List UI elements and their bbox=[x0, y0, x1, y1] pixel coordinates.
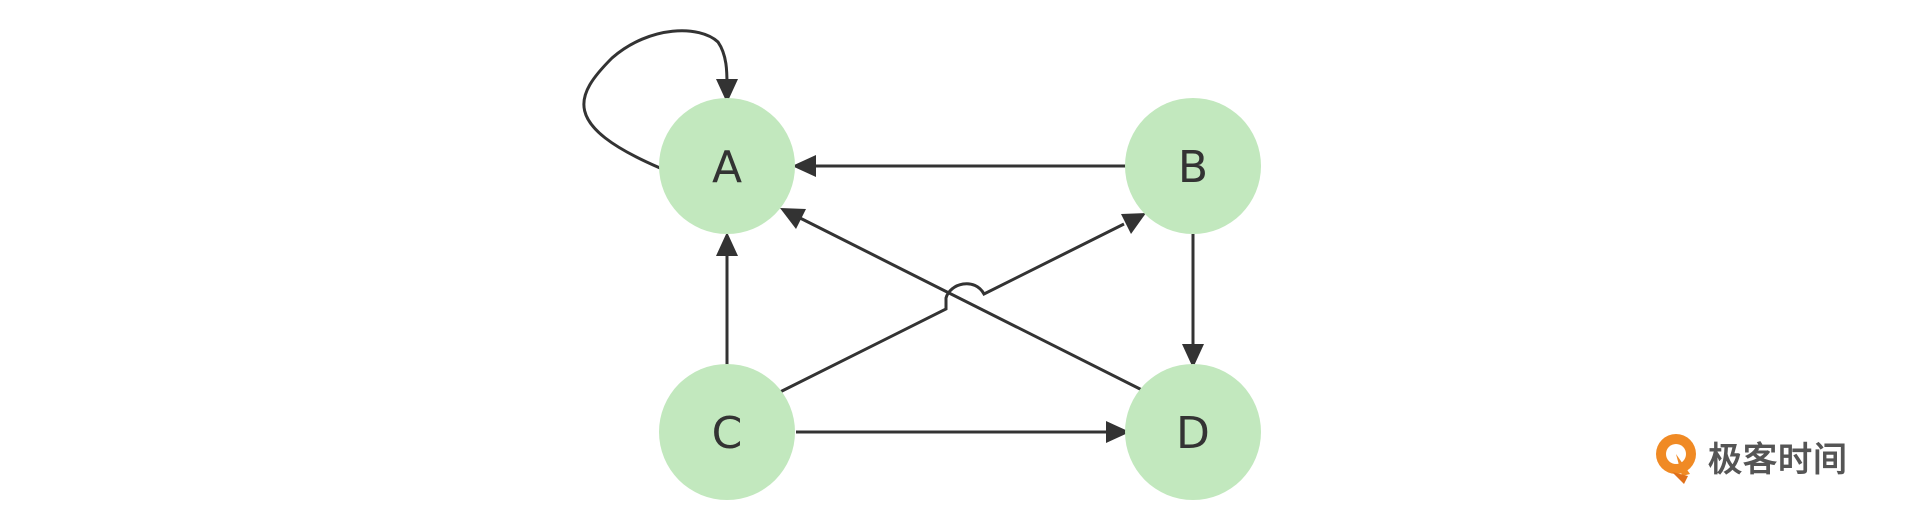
node-a: A bbox=[659, 98, 795, 234]
node-b-label: B bbox=[1178, 142, 1208, 193]
node-d-label: D bbox=[1176, 408, 1210, 459]
node-d-circle bbox=[1125, 364, 1261, 500]
node-a-label: A bbox=[712, 142, 742, 193]
geektime-brand-text: 极客时间 bbox=[1708, 440, 1848, 480]
geektime-watermark: 极客时间 bbox=[1654, 432, 1848, 488]
arrowhead-a-to-a bbox=[716, 79, 738, 103]
edge-c-to-b bbox=[779, 222, 1125, 394]
node-b-circle bbox=[1125, 98, 1261, 234]
node-a-circle bbox=[659, 98, 795, 234]
edge-a-to-a bbox=[582, 29, 729, 170]
arrowhead-b-to-d bbox=[1182, 344, 1204, 368]
edge-d-to-a bbox=[799, 216, 1143, 392]
arrowhead-c-to-a bbox=[716, 232, 738, 256]
node-c: C bbox=[659, 364, 795, 500]
arrowhead-d-to-a bbox=[780, 208, 806, 229]
arrowhead-c-to-b bbox=[1121, 213, 1146, 234]
arrowhead-c-to-d bbox=[1106, 421, 1130, 443]
geektime-logo-icon bbox=[1656, 434, 1696, 484]
node-d: D bbox=[1125, 364, 1261, 500]
node-b: B bbox=[1125, 98, 1261, 234]
edges bbox=[582, 29, 1204, 443]
arrowhead-b-to-a bbox=[792, 155, 816, 177]
node-c-circle bbox=[659, 364, 795, 500]
node-c-label: C bbox=[712, 408, 743, 459]
